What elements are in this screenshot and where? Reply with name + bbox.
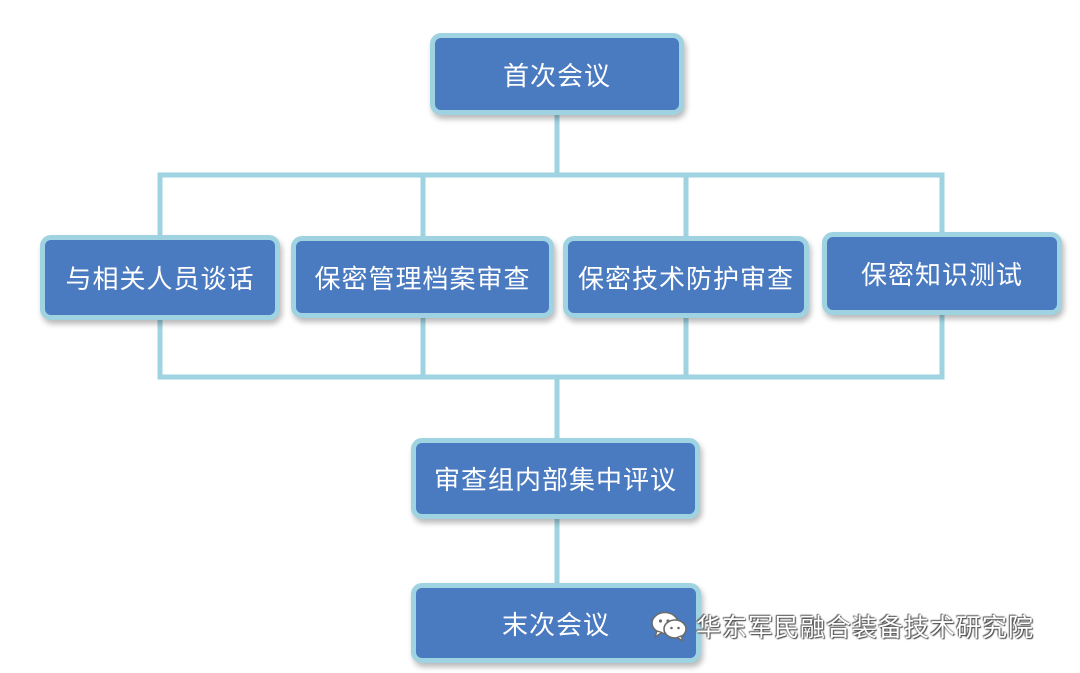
node-tech-review: 保密技术防护审查 (563, 236, 809, 318)
node-final-meeting-label: 末次会议 (501, 610, 610, 641)
wechat-icon (651, 611, 687, 642)
node-tech-review-label: 保密技术防护审查 (577, 264, 794, 295)
node-knowledge-test: 保密知识测试 (822, 232, 1062, 315)
node-knowledge-test-label: 保密知识测试 (860, 261, 1023, 291)
node-internal-review: 审查组内部集中评议 (411, 438, 700, 519)
node-archive-review: 保密管理档案审查 (291, 236, 554, 318)
node-archive-review-label: 保密管理档案审查 (314, 264, 531, 295)
node-internal-review-label: 审查组内部集中评议 (433, 466, 677, 496)
node-first-meeting: 首次会议 (430, 33, 684, 115)
node-first-meeting-label: 首次会议 (502, 61, 611, 92)
watermark-text: 华东军民融合装备技术研究院 (696, 613, 1035, 642)
node-interview: 与相关人员谈话 (40, 235, 280, 320)
node-interview-label: 与相关人员谈话 (65, 265, 255, 295)
watermark: 华东军民融合装备技术研究院 (650, 608, 1034, 644)
